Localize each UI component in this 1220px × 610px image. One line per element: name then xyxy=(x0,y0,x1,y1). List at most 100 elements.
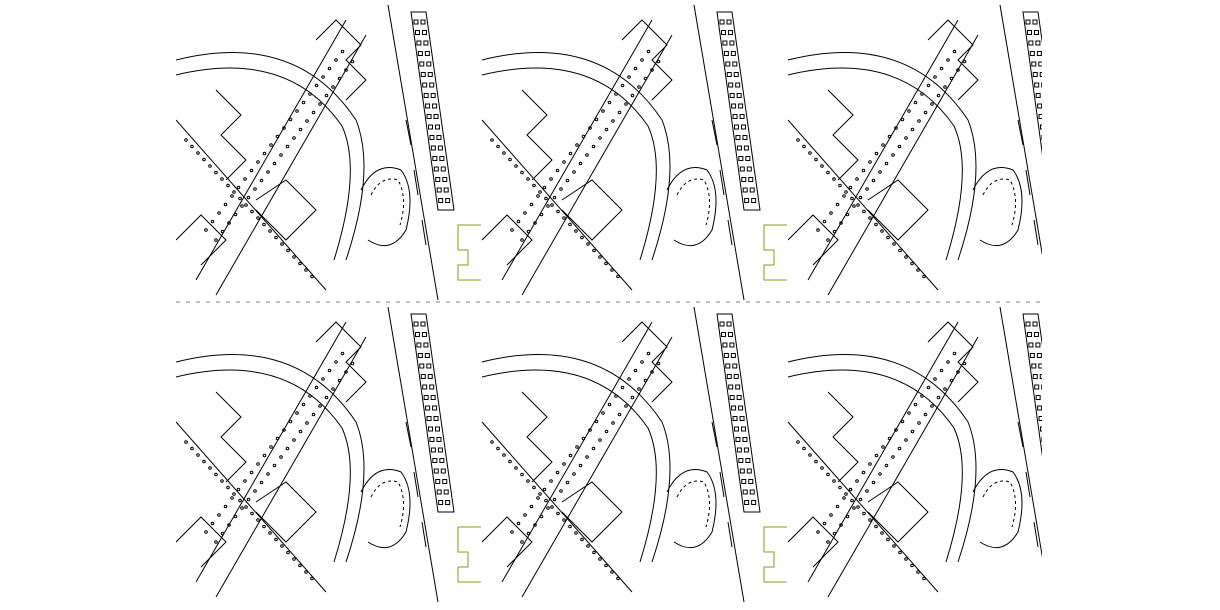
tree-dot xyxy=(262,524,266,529)
tree-dot xyxy=(614,92,618,96)
arc-road xyxy=(787,52,977,261)
tree-dot xyxy=(952,351,957,356)
tree-dot xyxy=(884,161,889,166)
tree-dot xyxy=(897,144,902,149)
tree-dot xyxy=(904,438,908,442)
rotunda xyxy=(666,469,717,549)
tree-dot xyxy=(240,204,244,208)
tree-dot xyxy=(627,377,631,381)
tree-dot xyxy=(874,222,878,227)
tree-dot xyxy=(826,238,830,242)
tree-dot xyxy=(592,248,596,253)
long-building-cell xyxy=(732,363,738,369)
tree-dot xyxy=(196,453,200,457)
tree-dot xyxy=(523,211,527,215)
tree-dot xyxy=(594,117,599,122)
tree-dot xyxy=(220,177,224,181)
tree-dot xyxy=(586,242,590,246)
tree-dot xyxy=(878,170,882,174)
long-building-cell xyxy=(1035,93,1041,98)
long-building-cell xyxy=(438,198,444,203)
tree-dot xyxy=(286,248,290,253)
tree-dot xyxy=(318,102,322,106)
long-building-cell xyxy=(731,405,737,411)
tree-dot xyxy=(259,480,264,485)
diag-road-3 xyxy=(481,119,633,291)
tree-dot xyxy=(611,119,615,123)
tree-dot xyxy=(350,361,355,366)
tree-dot xyxy=(910,127,915,132)
tree-dot xyxy=(298,563,302,568)
long-building-cell xyxy=(736,395,742,400)
tree-dot xyxy=(829,211,833,215)
tree-dot xyxy=(514,164,518,168)
long-building-cell xyxy=(733,374,739,379)
tree-dot xyxy=(288,117,293,122)
tree-dot xyxy=(344,370,348,374)
diag-road-1 xyxy=(195,321,347,583)
tree-dot xyxy=(324,395,329,400)
tree-dot xyxy=(568,453,573,458)
long-building-cell xyxy=(1032,321,1038,327)
tree-dot xyxy=(920,92,924,96)
tree-dot xyxy=(956,68,960,72)
tree-dot xyxy=(275,134,280,139)
block-b xyxy=(215,89,247,181)
tree-dot xyxy=(262,151,267,156)
tree-dot xyxy=(826,472,830,477)
rotunda xyxy=(972,167,1023,247)
long-building-cell xyxy=(742,489,748,495)
long-building-cell xyxy=(435,426,440,432)
diag-road-2 xyxy=(827,336,979,598)
tree-dot xyxy=(624,102,628,106)
tree-dot xyxy=(502,453,506,457)
tree-dot xyxy=(311,110,316,115)
tree-dot xyxy=(282,126,286,130)
tree-dot xyxy=(874,524,878,529)
long-building-outline xyxy=(410,11,455,211)
tree-dot xyxy=(238,196,242,201)
tree-dot xyxy=(337,76,342,81)
long-building-cell xyxy=(432,458,438,463)
street-line xyxy=(693,306,745,603)
tree-dot xyxy=(321,75,325,79)
tree-dot xyxy=(640,58,644,62)
long-building-cell xyxy=(719,321,725,327)
tree-dot xyxy=(611,421,615,425)
tree-dot xyxy=(580,537,584,542)
long-building-cell xyxy=(420,72,426,77)
block-c xyxy=(561,179,623,241)
tree-dot xyxy=(536,194,540,198)
rotunda-inner xyxy=(676,178,710,226)
tree-dot xyxy=(568,151,573,156)
tree-dot xyxy=(244,505,248,509)
tree-dot xyxy=(532,183,536,188)
tree-dot xyxy=(917,119,921,123)
long-building-cell xyxy=(430,145,436,151)
tree-dot xyxy=(601,411,605,415)
tree-dot xyxy=(308,394,312,398)
tree-dot xyxy=(865,489,869,493)
tree-dot xyxy=(868,160,872,164)
tree-dot xyxy=(274,235,278,240)
tree-dot xyxy=(204,228,208,232)
tree-dot xyxy=(916,268,920,272)
tree-dot xyxy=(529,504,534,509)
cad-drawing-canvas[interactable] xyxy=(176,0,1042,610)
tree-dot xyxy=(904,136,908,140)
tree-dot xyxy=(874,151,879,156)
long-building-cell xyxy=(1036,353,1042,358)
tree-dot xyxy=(604,429,609,434)
tree-dot xyxy=(922,274,926,279)
tree-dot xyxy=(585,153,589,157)
long-building-cell xyxy=(727,332,733,337)
long-building-cell xyxy=(439,458,445,463)
long-building-outline xyxy=(410,313,455,513)
tree-dot xyxy=(223,202,228,207)
tree-dot xyxy=(894,126,898,130)
long-building-cell xyxy=(413,321,419,327)
tree-dot xyxy=(246,195,251,200)
long-building-cell xyxy=(1035,395,1041,400)
tree-dot xyxy=(318,404,322,408)
tree-dot xyxy=(656,361,661,366)
